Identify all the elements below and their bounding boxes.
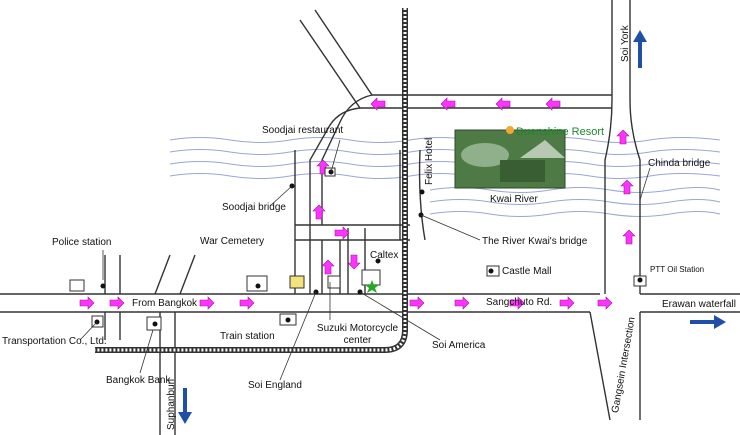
label-china-bridge: Chinda bridge: [648, 158, 711, 169]
label-soi-york: Soi York: [620, 25, 631, 62]
label-from-bangkok: From Bangkok: [132, 298, 198, 309]
railway: [95, 8, 408, 353]
label-soodjai-bridge: Soodjai bridge: [222, 202, 286, 213]
label-kwai-river: Kwai River: [490, 194, 538, 205]
label-soi-england: Soi England: [248, 380, 302, 391]
resort-photo: [454, 126, 566, 189]
label-castle-mall: Castle Mall: [502, 266, 552, 277]
label-sangchuto-rd: Sangchuto Rd.: [486, 297, 553, 308]
north-arrow-icon: [633, 30, 647, 68]
star-icon: [365, 280, 379, 293]
label-soi-america: Soi America: [432, 340, 486, 351]
label-erawan-waterfall: Erawan waterfall: [662, 299, 736, 310]
label-soodjai-restaurant: Soodjai restaurant: [262, 125, 344, 136]
direction-arrows: [178, 30, 726, 424]
label-bangkok-bank: Bangkok Bank: [106, 375, 171, 386]
label-train-station: Train station: [220, 331, 275, 342]
label-ptt-oil-station: PTT Oil Station: [650, 265, 705, 274]
label-war-cemetery: War Cemetery: [200, 236, 265, 247]
label-suphanburi: Suphanburi: [166, 378, 177, 430]
leader-lines: [79, 139, 651, 381]
label-duenshine-resort: Duenshine Resort: [516, 126, 605, 138]
east-arrow-icon: [690, 315, 726, 329]
label-transportation-co: Transportation Co., Ltd.: [2, 336, 107, 347]
route-arrows: [79, 97, 636, 310]
label-police-station: Police station: [52, 237, 112, 248]
label-felix-hotel: Felix Hotel: [424, 137, 435, 185]
label-caltex: Caltex: [370, 250, 399, 261]
label-suzuki-center: Suzuki Motorcycle center: [316, 323, 399, 346]
south-arrow-icon: [178, 388, 192, 424]
label-river-kwai-bridge: The River Kwai's bridge: [482, 236, 588, 247]
